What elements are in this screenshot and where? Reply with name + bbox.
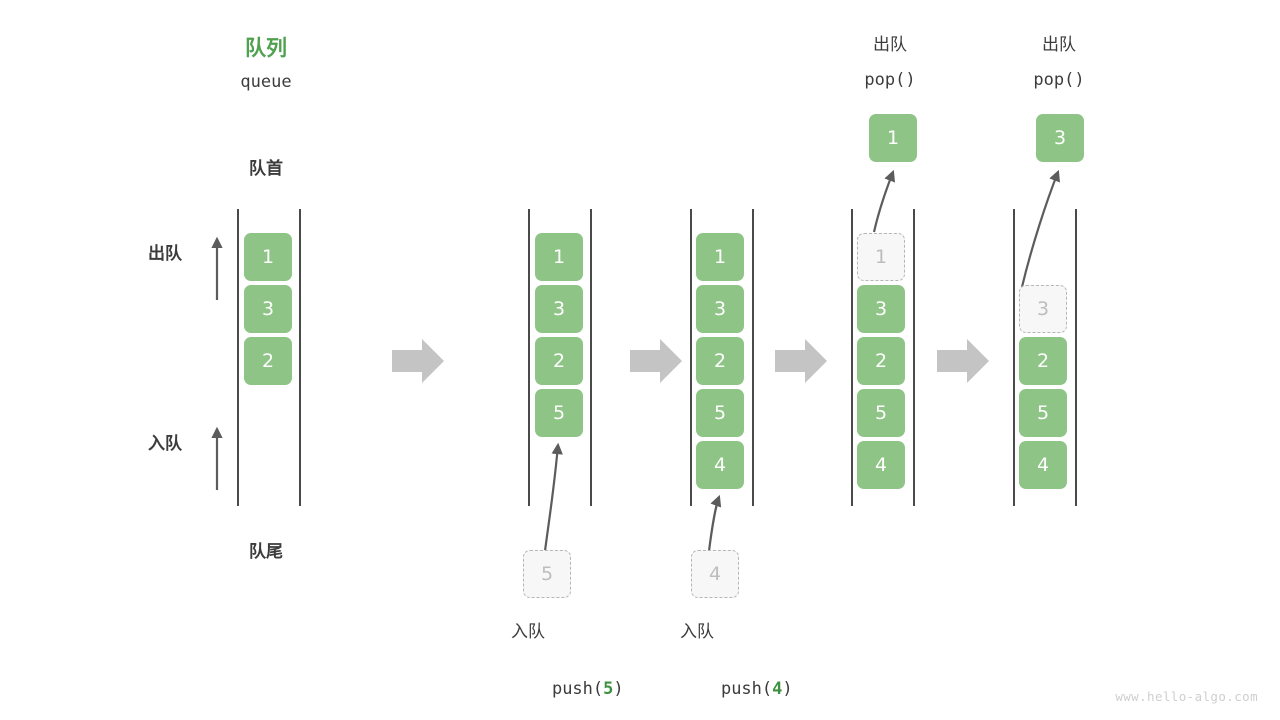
push-ghost-cell: 4 bbox=[691, 550, 739, 598]
push-ghost-cell: 5 bbox=[523, 550, 571, 598]
queue-rail-left-2 bbox=[528, 209, 530, 506]
transition-arrow-1 bbox=[392, 339, 444, 383]
push-4-caption-op: push(4) bbox=[680, 655, 793, 720]
push-5-op-suffix: ) bbox=[613, 678, 624, 699]
front-label: 队首 bbox=[249, 159, 283, 179]
push-4-op-suffix: ) bbox=[782, 678, 793, 699]
queue-cell: 4 bbox=[857, 441, 905, 489]
queue-cell: 2 bbox=[857, 337, 905, 385]
pop-3-header-op: pop() bbox=[1033, 70, 1085, 90]
pop-1-header-op: pop() bbox=[864, 70, 916, 90]
queue-cell: 2 bbox=[696, 337, 744, 385]
queue-cell: 1 bbox=[696, 233, 744, 281]
queue-cell: 3 bbox=[696, 285, 744, 333]
push-4-op-prefix: push( bbox=[720, 678, 773, 699]
transition-arrow-3 bbox=[775, 339, 827, 383]
push-5-op-prefix: push( bbox=[551, 678, 604, 699]
queue-cell: 2 bbox=[244, 337, 292, 385]
queue-title-en: queue bbox=[240, 72, 292, 92]
push-5-caption-cn: 入队 bbox=[511, 622, 545, 642]
queue-cell-new: 4 bbox=[696, 441, 744, 489]
rear-label: 队尾 bbox=[249, 542, 283, 562]
queue-cell: 3 bbox=[857, 285, 905, 333]
enqueue-label: 入队 bbox=[148, 434, 182, 454]
queue-cell: 2 bbox=[1019, 337, 1067, 385]
pop-3-header-cn: 出队 bbox=[1042, 35, 1076, 55]
push-5-op-arg: 5 bbox=[603, 678, 614, 699]
queue-cell-new: 5 bbox=[535, 389, 583, 437]
queue-cell: 3 bbox=[244, 285, 292, 333]
pop-result-cell: 3 bbox=[1036, 114, 1084, 162]
pop-result-cell: 1 bbox=[869, 114, 917, 162]
queue-cell: 5 bbox=[857, 389, 905, 437]
queue-rail-right-2 bbox=[590, 209, 592, 506]
transition-arrow-4 bbox=[937, 339, 989, 383]
push-5-arrow bbox=[543, 442, 563, 552]
pop-ghost-cell: 3 bbox=[1019, 285, 1067, 333]
queue-rail-left-3 bbox=[690, 209, 692, 506]
queue-cell: 5 bbox=[1019, 389, 1067, 437]
queue-rail-right-5 bbox=[1075, 209, 1077, 506]
queue-rail-right-1 bbox=[299, 209, 301, 506]
queue-rail-right-3 bbox=[752, 209, 754, 506]
push-4-op-arg: 4 bbox=[772, 678, 783, 699]
queue-cell: 3 bbox=[535, 285, 583, 333]
queue-rail-left-1 bbox=[237, 209, 239, 506]
pop-3-arrow bbox=[1020, 169, 1060, 288]
queue-cell: 1 bbox=[535, 233, 583, 281]
queue-cell: 5 bbox=[696, 389, 744, 437]
queue-cell: 1 bbox=[244, 233, 292, 281]
queue-title-cn: 队列 bbox=[245, 36, 287, 60]
queue-cell: 4 bbox=[1019, 441, 1067, 489]
pop-1-header-cn: 出队 bbox=[873, 35, 907, 55]
queue-rail-right-4 bbox=[913, 209, 915, 506]
watermark: www.hello-algo.com bbox=[1115, 689, 1258, 704]
queue-rail-left-4 bbox=[851, 209, 853, 506]
push-4-arrow bbox=[707, 494, 722, 552]
pop-ghost-cell: 1 bbox=[857, 233, 905, 281]
queue-cell: 2 bbox=[535, 337, 583, 385]
transition-arrow-2 bbox=[630, 339, 682, 383]
pop-1-arrow bbox=[872, 169, 896, 233]
dequeue-label: 出队 bbox=[148, 244, 182, 264]
queue-rail-left-5 bbox=[1013, 209, 1015, 506]
push-5-caption-op: push(5) bbox=[511, 655, 624, 720]
push-4-caption-cn: 入队 bbox=[680, 622, 714, 642]
